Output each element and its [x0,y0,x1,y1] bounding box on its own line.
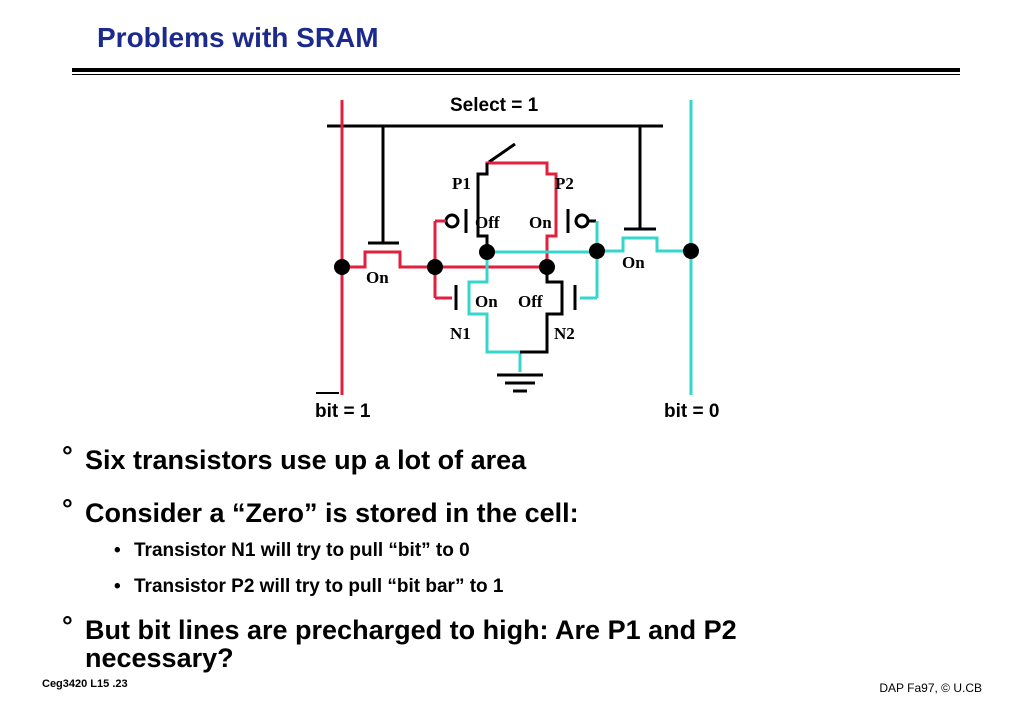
title-rule [72,68,960,72]
junction-dot [589,243,605,259]
bullet-marker: ° [62,611,73,641]
bullet-item: ° Consider a “Zero” is stored in the cel… [62,494,962,528]
n2-channel [520,267,564,354]
bullet-item: ° But bit lines are precharged to high: … [62,612,885,673]
p2-label: P2 [555,174,574,193]
n2-label: N2 [554,324,575,343]
select-label: Select = 1 [450,95,539,116]
access-left [342,250,435,269]
page-title: Problems with SRAM [97,22,379,53]
bullet-text: But bit lines are precharged to high: Ar… [85,615,737,673]
junction-dot [334,259,350,275]
n1-label: N1 [450,324,471,343]
p2-state: On [529,213,552,232]
n1-channel [467,275,522,372]
bullet-item: ° Six transistors use up a lot of area [62,441,962,475]
sub-bullet-text: Transistor P2 will try to pull “bit bar”… [134,576,504,597]
access-left-state: On [366,268,389,287]
bit-left-label: bit = 1 [315,401,371,422]
sub-bullet-marker: • [114,576,121,597]
p1-label: P1 [452,174,471,193]
footer-right: DAP Fa97, © U.CB [879,681,982,695]
access-right-state: On [622,253,645,272]
junction-dot [683,243,699,259]
junction-dot [427,259,443,275]
bullet-marker: ° [62,441,73,471]
bit-right-label: bit = 0 [664,401,719,422]
n1-state: On [475,292,498,311]
footer-left: Ceg3420 L15 .23 [42,678,128,690]
sub-bullet-item: • Transistor N1 will try to pull “bit” t… [62,540,962,562]
junction-dot [539,259,555,275]
sub-bullet-text: Transistor N1 will try to pull “bit” to … [134,540,470,561]
bullet-text: Six transistors use up a lot of area [85,445,527,475]
junction-dot [479,244,495,260]
p1-state: Off [475,213,500,232]
bullet-text: Consider a “Zero” is stored in the cell: [85,498,579,528]
title-rule-thin [72,74,960,75]
p1-channel [476,163,489,252]
bullet-list: ° Six transistors use up a lot of area °… [62,441,962,673]
n2-state: Off [518,292,543,311]
sub-bullet-item: • Transistor P2 will try to pull “bit ba… [62,576,962,598]
sub-bullet-marker: • [114,540,121,561]
access-right [597,236,691,253]
bullet-marker: ° [62,494,73,524]
p2-channel [545,163,558,267]
